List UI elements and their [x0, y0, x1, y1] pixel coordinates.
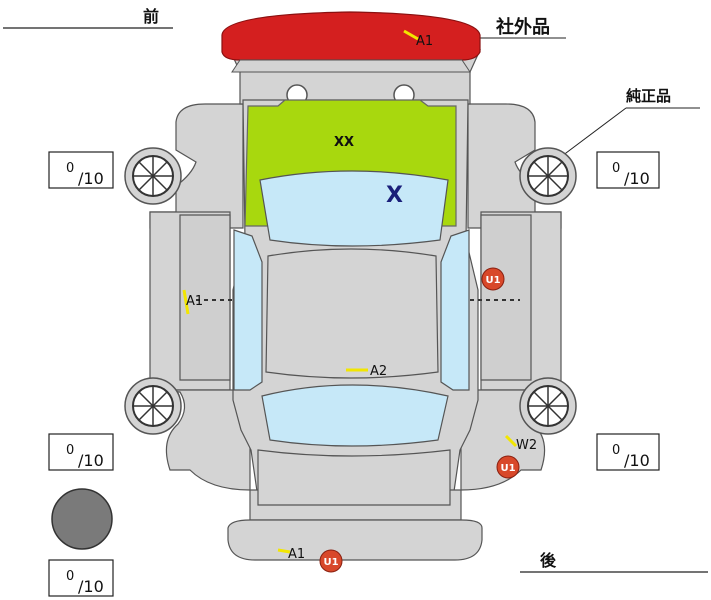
left-window: [233, 229, 263, 391]
roof-panel: [265, 248, 439, 379]
front-right-wheel: [519, 147, 577, 205]
spare-tire-icon: [51, 488, 113, 550]
genuine-label: 純正品: [626, 87, 671, 105]
windshield: [259, 170, 449, 247]
right-window: [440, 229, 470, 391]
badge-right-door: [481, 267, 505, 291]
rear-label: 後: [540, 551, 557, 570]
rear-left-wheel: [124, 377, 182, 435]
mark-line: [182, 289, 190, 315]
badge-rear-right-fender-label: U1: [500, 463, 515, 474]
front-label: 前: [143, 7, 159, 26]
genuine-leader: [561, 107, 627, 157]
trunk-lid: [257, 449, 451, 506]
tread-value: 0: [66, 443, 74, 458]
tread-value: 0: [612, 161, 620, 176]
tread-box-rear-left: 0 /10: [48, 433, 114, 471]
tread-box-front-left: 0 /10: [48, 151, 114, 189]
left-door: [179, 214, 231, 381]
left-rear-fender: [149, 389, 251, 491]
mark-rear-right-fender: W2: [516, 438, 537, 453]
badge-right-door-label: U1: [485, 275, 500, 286]
right-door: [480, 214, 532, 381]
tread-box-spare: 0 /10: [48, 559, 114, 597]
mark-windshield: X: [386, 183, 403, 208]
tread-unit: /10: [78, 577, 104, 596]
front-grille: [231, 59, 471, 73]
tread-unit: /10: [624, 451, 650, 470]
badge-rear-bumper-label: U1: [323, 557, 338, 568]
badge-rear-right-fender: [496, 455, 520, 479]
tread-box-front-right: 0 /10: [596, 151, 660, 189]
front-bumper: [221, 11, 481, 61]
tread-unit: /10: [624, 169, 650, 188]
tread-value: 0: [66, 161, 74, 176]
badge-rear-bumper: [319, 549, 343, 573]
mark-left-side: A1: [186, 294, 203, 309]
tread-unit: /10: [78, 451, 104, 470]
mark-line: [277, 548, 291, 554]
mark-front-bumper: A1: [416, 34, 433, 49]
rear-right-wheel: [519, 377, 577, 435]
mark-rear-bumper: A1: [288, 547, 305, 562]
mark-roof: A2: [370, 364, 387, 379]
tread-value: 0: [66, 569, 74, 584]
rear-window: [261, 384, 449, 447]
tread-box-rear-right: 0 /10: [596, 433, 660, 471]
rear-bumper: [227, 519, 483, 561]
mark-hood: XX: [334, 135, 354, 150]
tread-unit: /10: [78, 169, 104, 188]
aftermarket-label: 社外品: [496, 16, 550, 38]
tread-value: 0: [612, 443, 620, 458]
front-left-wheel: [124, 147, 182, 205]
mark-line: [403, 29, 419, 41]
mark-line: [504, 434, 518, 448]
